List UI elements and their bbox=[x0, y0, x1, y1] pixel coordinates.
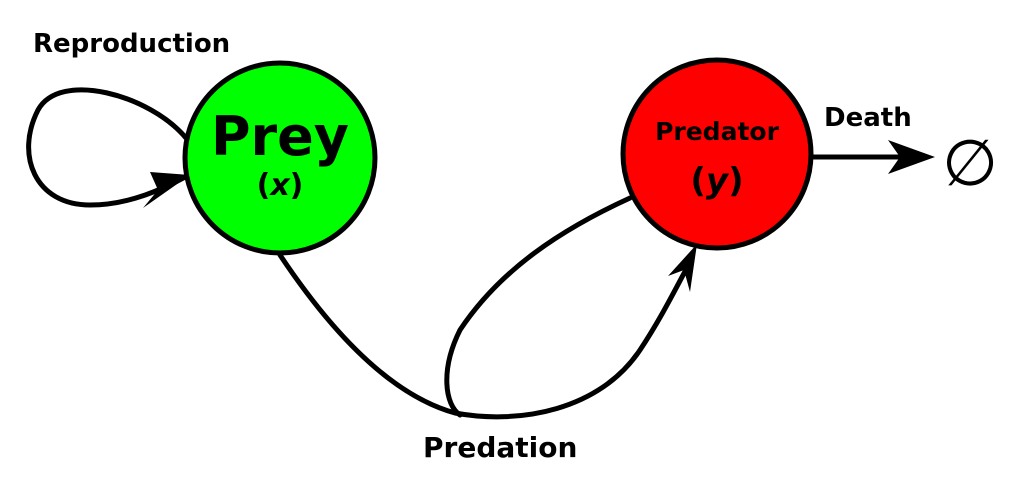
predation-arrow bbox=[277, 252, 693, 420]
predation-loop-arrow bbox=[444, 195, 633, 418]
reproduction-arrowhead bbox=[143, 172, 190, 208]
predation-label: Predation bbox=[423, 431, 577, 464]
reproduction-label: Reproduction bbox=[33, 29, 230, 59]
predator-variable: (y) bbox=[690, 161, 743, 201]
predator-label: Predator bbox=[655, 117, 779, 146]
death-label: Death bbox=[824, 103, 912, 133]
prey-label: Prey bbox=[211, 105, 349, 168]
prey-node bbox=[182, 60, 378, 256]
empty-set-symbol: ∅ bbox=[942, 127, 998, 201]
death-arrowhead bbox=[888, 140, 935, 174]
predation-arrowhead bbox=[668, 244, 697, 292]
prey-variable: (x) bbox=[257, 168, 304, 203]
predator-node bbox=[620, 57, 814, 251]
reproduction-loop-arrow bbox=[26, 87, 190, 208]
